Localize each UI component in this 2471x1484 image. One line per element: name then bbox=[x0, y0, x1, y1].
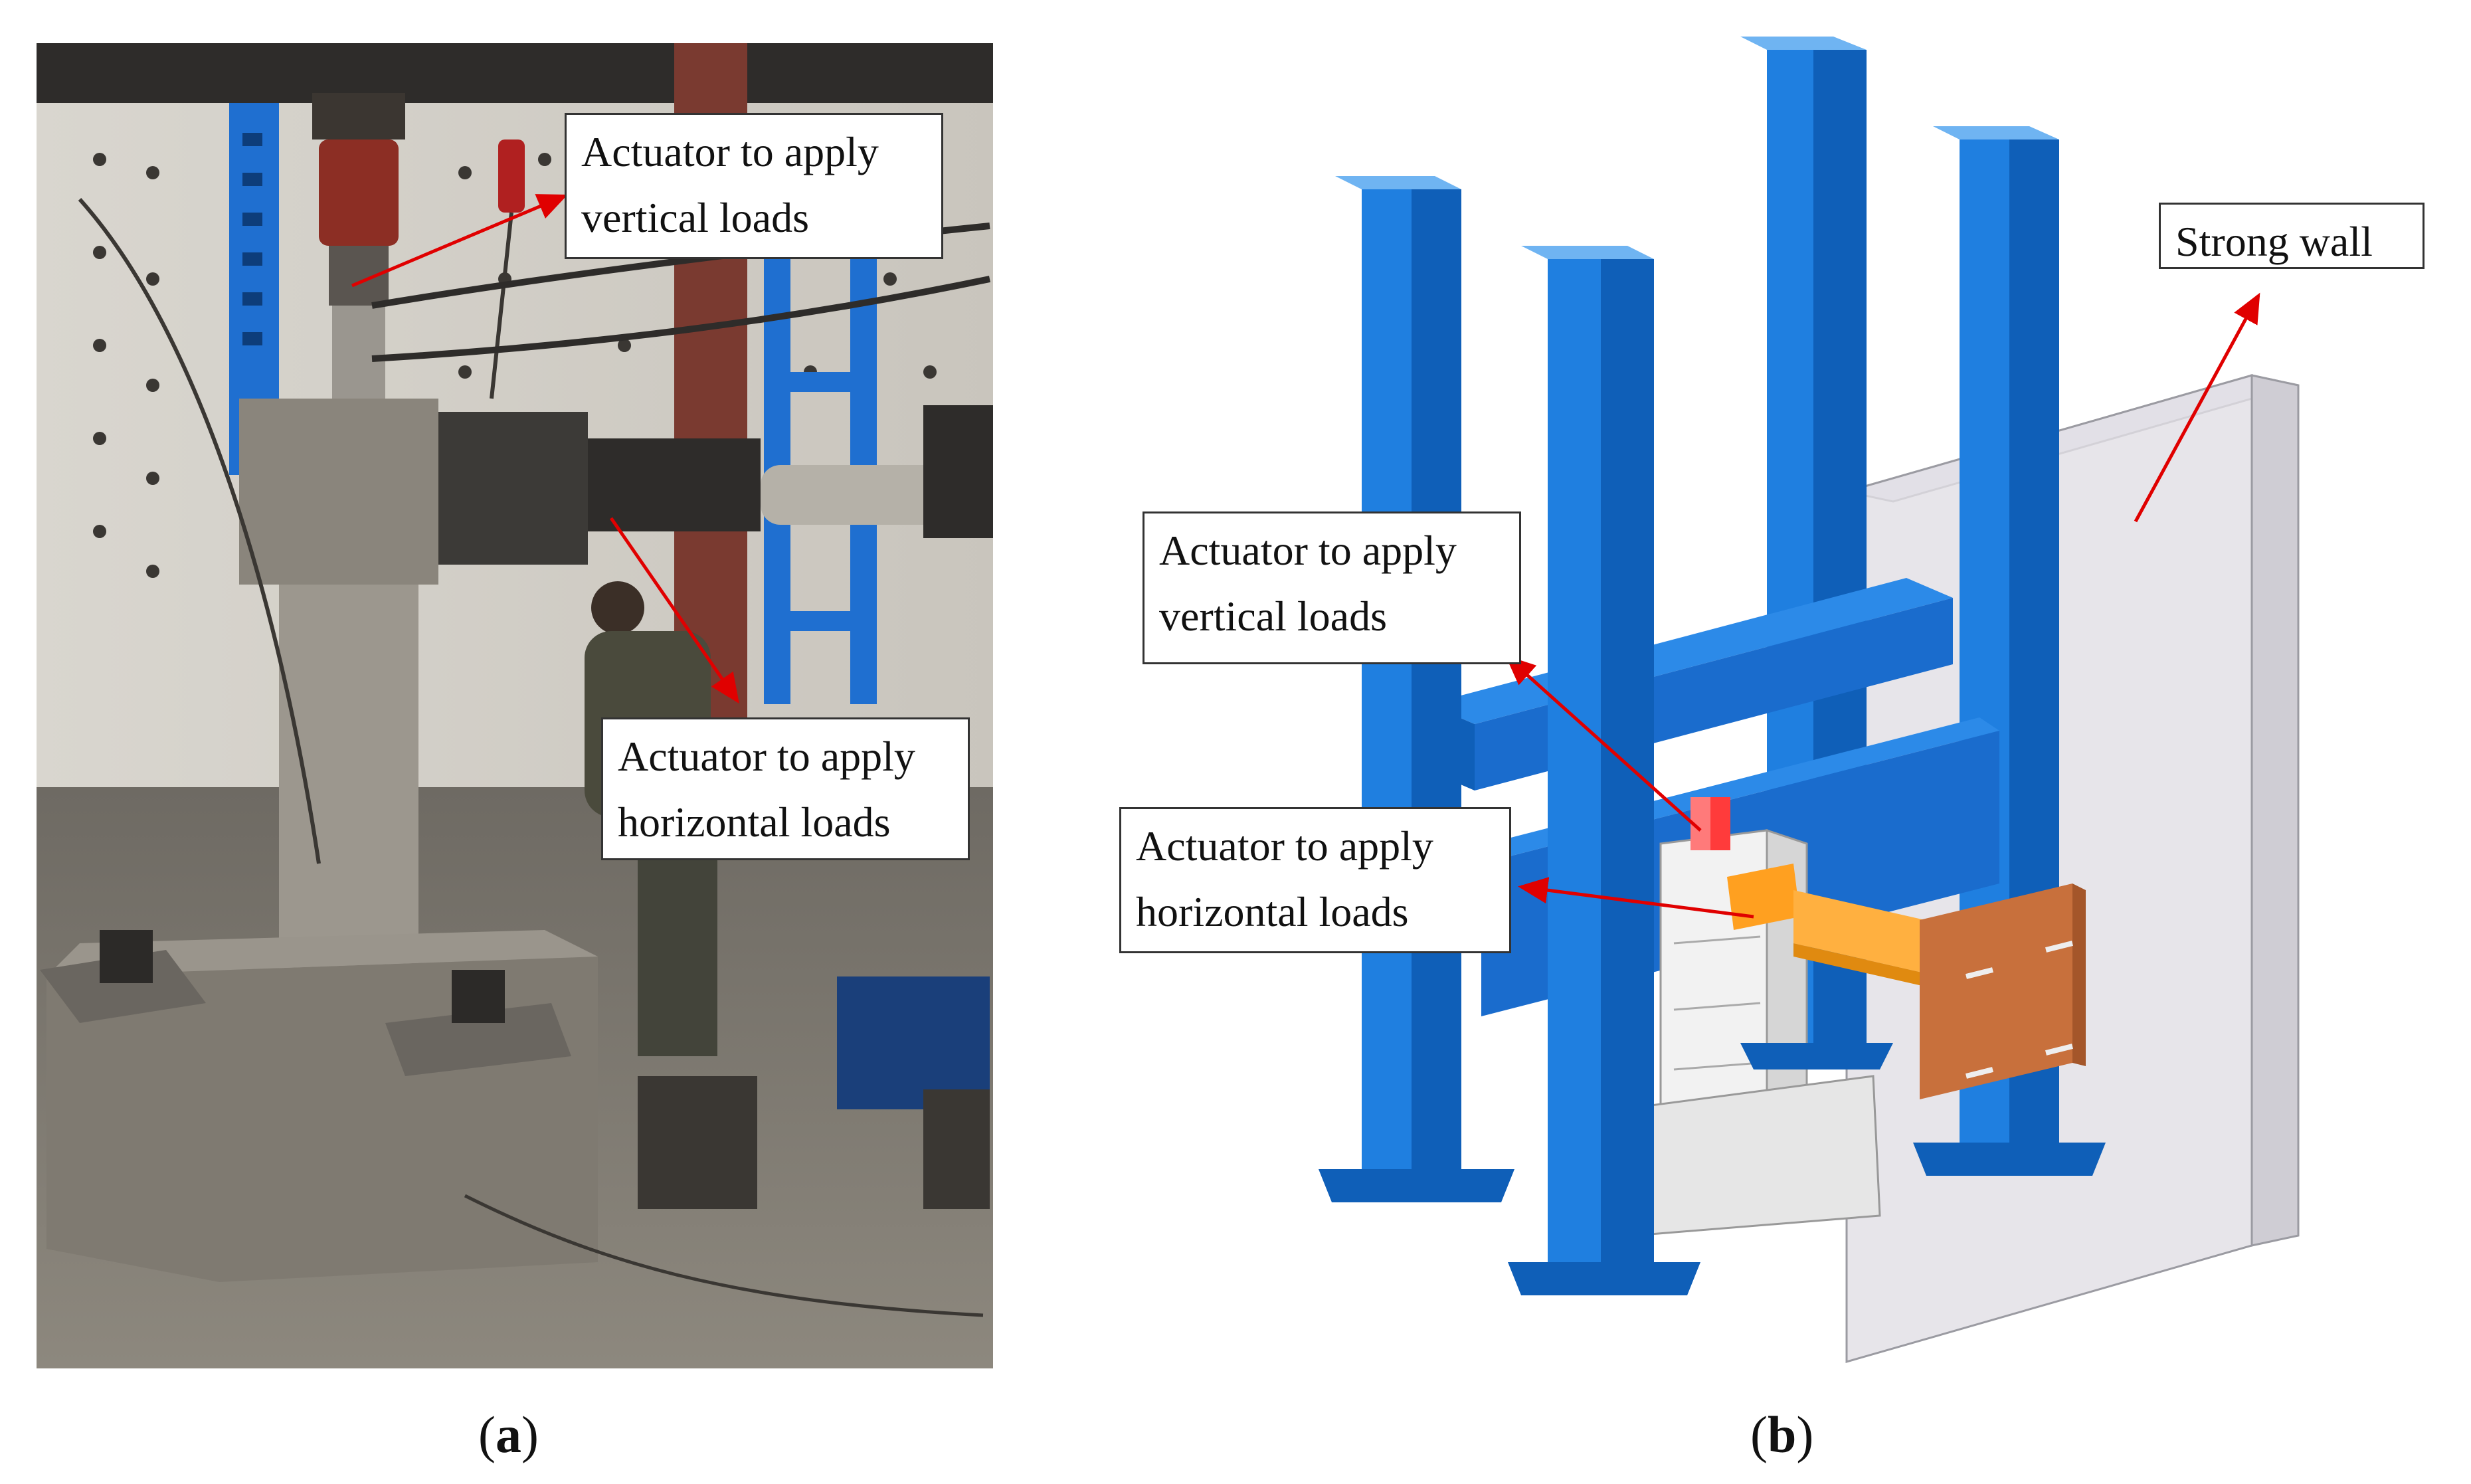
caption-letter: a bbox=[495, 1406, 521, 1463]
callout-horizontal-actuator-b: Actuator to apply horizontal loads bbox=[1119, 807, 1511, 953]
callout-horizontal-actuator-a: Actuator to apply horizontal loads bbox=[601, 717, 970, 860]
column-back-right-base bbox=[1913, 1143, 2106, 1176]
caption-b: (b) bbox=[1750, 1405, 1813, 1465]
caption-letter: b bbox=[1767, 1406, 1797, 1463]
callout-line: vertical loads bbox=[1159, 593, 1387, 640]
callout-line: Actuator to apply bbox=[618, 733, 915, 780]
vertical-actuator bbox=[1691, 797, 1730, 850]
column-front-right bbox=[1508, 246, 1700, 1295]
arrow-vertical-a bbox=[351, 194, 568, 288]
callout-line: vertical loads bbox=[581, 194, 809, 242]
callout-strong-wall: Strong wall bbox=[2159, 203, 2425, 269]
callout-line: Actuator to apply bbox=[581, 128, 879, 175]
callout-vertical-actuator-a: Actuator to apply vertical loads bbox=[565, 113, 943, 259]
arrow-vertical-b bbox=[1505, 655, 1702, 832]
caption-open: ( bbox=[1750, 1406, 1768, 1463]
caption-close: ) bbox=[521, 1406, 539, 1463]
horizontal-actuator bbox=[1727, 864, 1940, 990]
column-back-left-base bbox=[1740, 1043, 1893, 1069]
caption-a: (a) bbox=[478, 1405, 539, 1465]
callout-line: horizontal loads bbox=[1136, 888, 1409, 936]
schematic-panel-b bbox=[1319, 37, 2300, 1363]
callout-line: Actuator to apply bbox=[1159, 527, 1457, 574]
arrow-horizontal-b bbox=[1518, 877, 1754, 919]
callout-line: horizontal loads bbox=[618, 798, 891, 846]
callout-vertical-actuator-b: Actuator to apply vertical loads bbox=[1143, 511, 1521, 664]
loading-plate bbox=[1920, 883, 2086, 1099]
caption-close: ) bbox=[1796, 1406, 1814, 1463]
arrow-strong-wall bbox=[2134, 292, 2260, 523]
arrow-horizontal-a bbox=[609, 517, 739, 704]
caption-open: ( bbox=[478, 1406, 496, 1463]
callout-line: Actuator to apply bbox=[1136, 822, 1433, 870]
callout-line: Strong wall bbox=[2175, 218, 2373, 265]
